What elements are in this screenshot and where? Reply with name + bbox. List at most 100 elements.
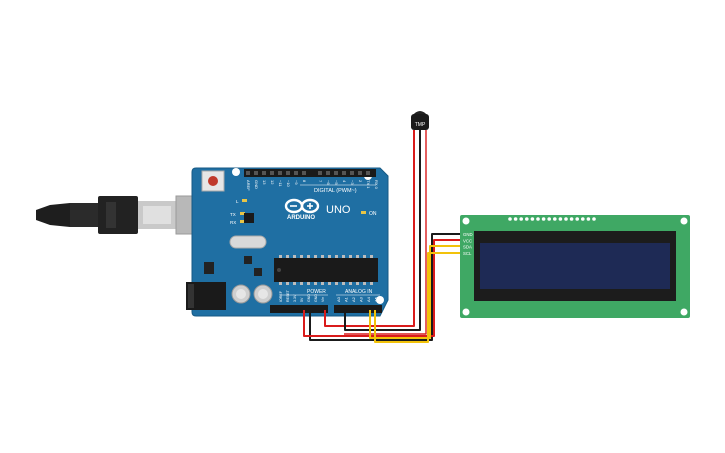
lcd-header-pin xyxy=(519,217,523,221)
lcd-header-pin xyxy=(558,217,563,221)
lcd-screen xyxy=(480,243,670,289)
crystal-oscillator xyxy=(229,235,267,249)
digital-pin-label: ~9 xyxy=(294,180,299,185)
digital-pin-label: ~3 xyxy=(350,180,355,185)
digital-pin-label: 2 xyxy=(358,180,363,183)
analog-pin-label: A1 xyxy=(344,296,349,302)
digital-pin-label: 13 xyxy=(262,180,267,185)
small-chip xyxy=(244,256,252,264)
chip-pin xyxy=(300,282,303,285)
lcd-header-pin xyxy=(530,217,535,221)
analog-pin-label: A0 xyxy=(336,296,341,302)
lcd-header-pin xyxy=(541,217,546,221)
small-chip-2 xyxy=(254,268,262,276)
digital-pin-label: ~6 xyxy=(326,180,331,185)
digital-pin-label: RX 0 xyxy=(374,180,379,190)
chip-pin xyxy=(342,255,345,258)
chip-pin xyxy=(293,282,296,285)
temperature-sensor[interactable]: TMP xyxy=(411,111,429,130)
led-l-label: L xyxy=(236,199,239,204)
digital-pin-label: AREF xyxy=(246,180,251,191)
lcd-header-pin xyxy=(553,217,557,221)
analog-pin-label: A5 xyxy=(374,296,379,302)
wires xyxy=(303,130,460,343)
usb-chip xyxy=(244,213,254,223)
reset-button[interactable] xyxy=(201,170,225,192)
led-l xyxy=(242,199,247,202)
chip-pin xyxy=(321,255,324,258)
analog-pin-label: A2 xyxy=(351,296,356,302)
wire-lcd-scl xyxy=(374,252,460,343)
brand-label: ARDUINO xyxy=(287,215,315,221)
digital-pin-label: 8 xyxy=(302,180,307,183)
chip-pin xyxy=(300,255,303,258)
lcd-header-pin xyxy=(508,217,512,221)
wire-lcd-gnd xyxy=(309,233,460,341)
chip-pin xyxy=(293,255,296,258)
chip-pin xyxy=(307,255,310,258)
lcd-header-pin xyxy=(547,217,551,221)
wire-sensor-signal xyxy=(344,130,421,331)
lcd-header-pin xyxy=(592,217,596,221)
chip-pin xyxy=(286,282,289,285)
chip-pin xyxy=(314,255,317,258)
lcd-header-pin xyxy=(569,217,574,221)
digital-header-label: DIGITAL (PWM~) xyxy=(314,188,357,194)
chip-pin xyxy=(307,282,310,285)
wire-sensor-gnd xyxy=(344,130,427,335)
sensor-label: TMP xyxy=(415,122,426,128)
lcd-header-pin xyxy=(564,217,568,221)
chip-pin xyxy=(370,282,373,285)
led-tx-label: TX xyxy=(230,212,236,217)
atmega-chip xyxy=(274,255,378,285)
on-led-label: ON xyxy=(369,211,377,217)
chip-pin xyxy=(363,255,366,258)
chip-pin xyxy=(314,282,317,285)
digital-pin-label: ~5 xyxy=(334,180,339,185)
digital-pin-label: ~10 xyxy=(286,180,291,188)
chip-pin xyxy=(335,282,338,285)
chip-pin xyxy=(279,282,282,285)
chip-pin xyxy=(328,282,331,285)
model-label: UNO xyxy=(326,204,351,216)
lcd-pin-label: GND xyxy=(463,232,473,237)
digital-pin-label: 12 xyxy=(270,180,275,185)
led-rx-label: RX xyxy=(230,220,236,225)
led-rx xyxy=(240,220,245,223)
digital-pin-label: TX 1 xyxy=(366,180,371,189)
chip-pin xyxy=(328,255,331,258)
analog-header-label: ANALOG IN xyxy=(345,289,373,295)
chip-pin xyxy=(356,255,359,258)
chip-pin xyxy=(335,255,338,258)
power-pin-label: 3.3V xyxy=(293,294,297,302)
voltage-regulator xyxy=(204,262,214,274)
lcd-header-pin xyxy=(525,217,529,221)
capacitor-2 xyxy=(253,284,273,304)
power-pin-label: 5V xyxy=(300,297,304,302)
analog-header xyxy=(334,305,382,313)
power-pin-label: GND xyxy=(314,294,318,302)
power-header xyxy=(270,305,328,313)
wire-lcd-sda xyxy=(369,245,460,339)
lcd-pin-label: VCC xyxy=(463,238,472,243)
lcd-header-pin xyxy=(575,217,579,221)
lcd-header-pin xyxy=(536,217,540,221)
lcd-header-pin xyxy=(581,217,585,221)
lcd-header-pin xyxy=(513,217,518,221)
lcd-header-pin xyxy=(586,217,591,221)
chip-pin xyxy=(342,282,345,285)
digital-pin-label: 7 xyxy=(318,180,323,183)
on-led xyxy=(361,211,366,214)
power-pin-label: IOREF xyxy=(279,290,283,302)
chip-pin xyxy=(349,282,352,285)
power-pin-label: Vin xyxy=(321,297,325,302)
lcd-pin-label: SDA xyxy=(463,245,472,250)
chip-pin xyxy=(363,282,366,285)
power-pin-label: GND xyxy=(307,294,311,302)
